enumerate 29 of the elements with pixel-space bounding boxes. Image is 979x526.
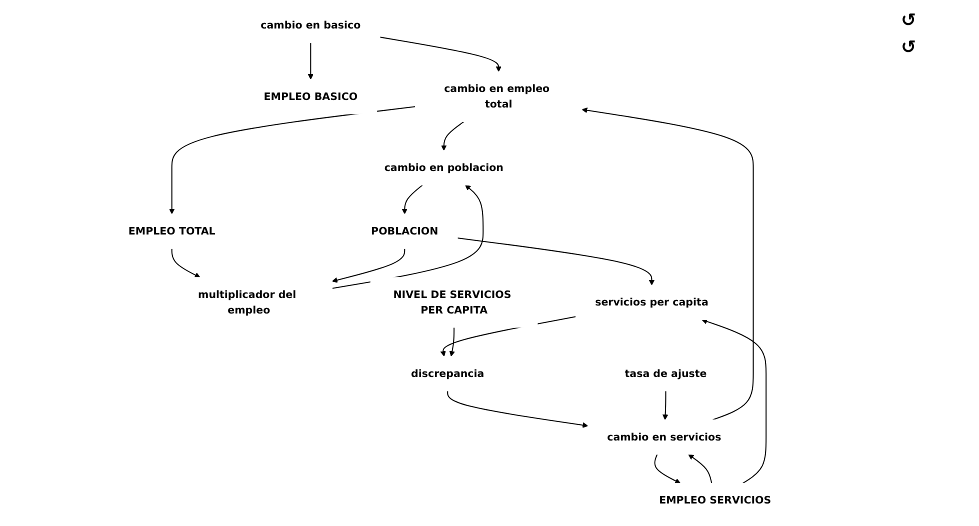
node-text: cambio en servicios — [607, 430, 722, 443]
arrow — [688, 454, 712, 484]
arrow — [702, 318, 767, 484]
node-text: cambio en basico — [260, 19, 361, 32]
arrow — [402, 184, 424, 214]
node-text: tasa de ajuste — [624, 367, 707, 380]
arrow — [662, 390, 668, 420]
node-text: EMPLEO SERVICIOS — [659, 494, 772, 506]
arrow — [332, 248, 406, 283]
node-text: multiplicador del empleo — [198, 288, 296, 316]
arrow — [450, 327, 456, 357]
arrow — [332, 184, 484, 289]
loop-mark: ↺ — [901, 10, 918, 31]
arrow — [582, 108, 754, 420]
node-text: cambio en poblacion — [384, 161, 504, 174]
arrow — [169, 106, 416, 214]
arrow — [458, 238, 655, 286]
arrow — [308, 42, 314, 80]
node-text: cambio en empleo total — [444, 82, 550, 110]
arrow — [447, 390, 588, 428]
arrow — [172, 248, 201, 278]
node-text: discrepancia — [411, 367, 484, 380]
arrow — [441, 121, 464, 151]
node-text: POBLACION — [371, 224, 438, 238]
arrow — [654, 454, 681, 484]
node-text: EMPLEO TOTAL — [128, 224, 216, 238]
arrow — [380, 36, 502, 72]
node-text: servicios per capita — [595, 296, 709, 308]
loop-mark: ↺ — [901, 37, 918, 58]
